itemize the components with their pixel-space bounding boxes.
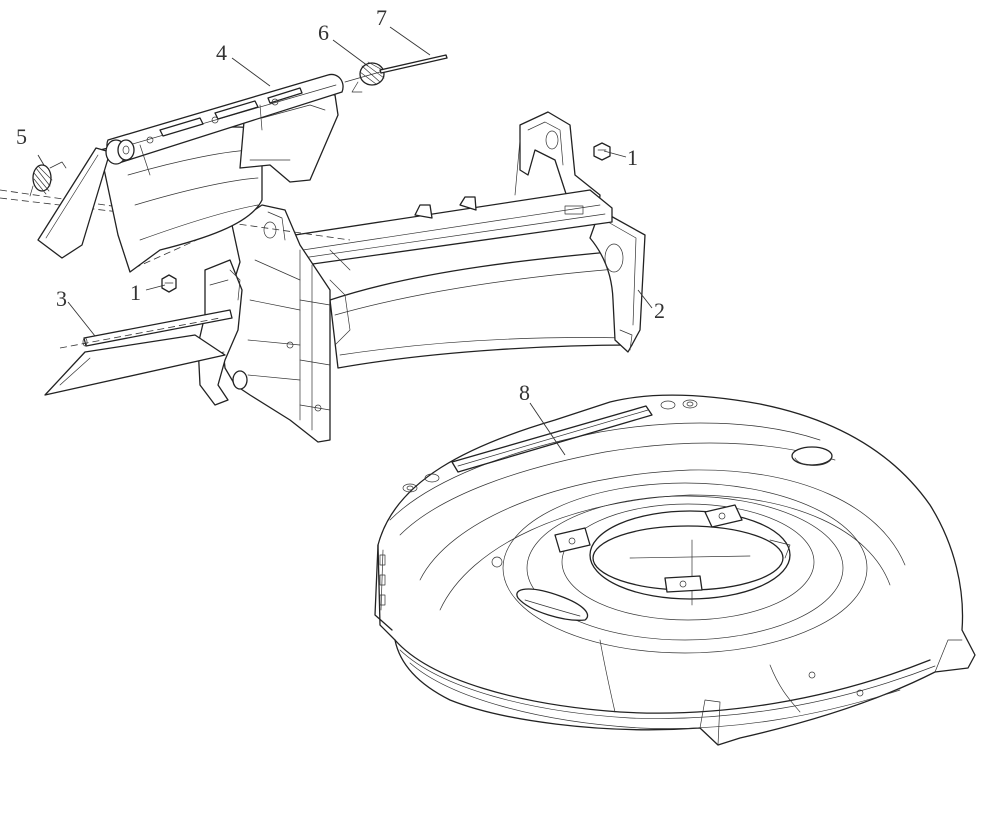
callout-8: 8 [519, 380, 530, 405]
part-7-pin [344, 54, 448, 83]
part-1-nut-upper [593, 142, 611, 161]
callout-1-lower: 1 [130, 280, 141, 305]
part-8-mower-deck [374, 394, 976, 746]
part-5-spring-left [29, 154, 67, 197]
callout-6: 6 [318, 20, 329, 45]
callout-1-upper: 1 [627, 145, 638, 170]
callout-5: 5 [16, 124, 27, 149]
callout-4: 4 [216, 40, 227, 65]
callout-3: 3 [56, 286, 67, 311]
part-4-cover [0, 73, 351, 273]
callout-7: 7 [376, 5, 387, 30]
callout-leaders [67, 26, 653, 456]
part-6-spring-right [351, 61, 387, 93]
part-3-rod [44, 309, 233, 396]
part-2-rear-housing [197, 111, 646, 443]
part-1-nut-lower [161, 274, 177, 293]
callout-2: 2 [654, 298, 665, 323]
